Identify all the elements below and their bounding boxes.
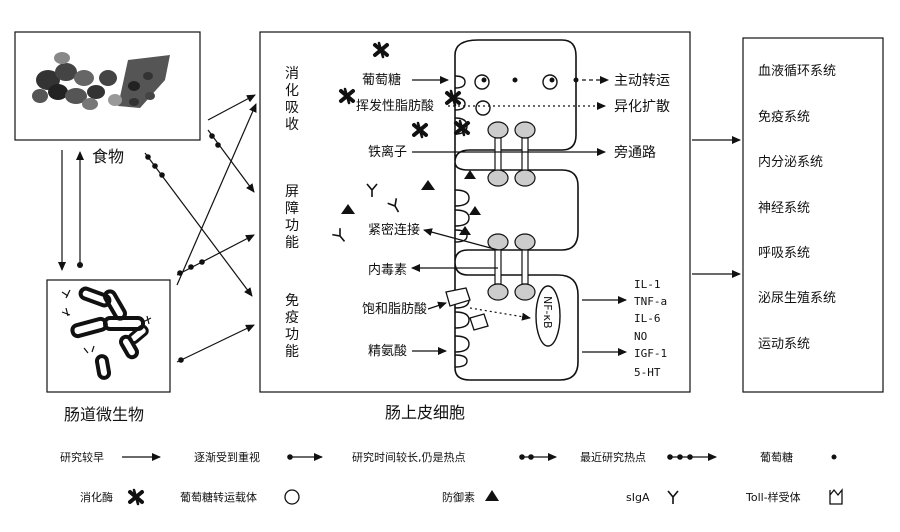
paracellular-label: 旁通路 <box>614 144 656 161</box>
cytokine-list: IL-1 TNF-a IL-6 <box>634 278 667 325</box>
svg-text:化: 化 <box>285 83 299 99</box>
systems-box <box>742 37 884 393</box>
func-digest-label: 消 化 吸 收 <box>285 66 299 133</box>
system-item: 神经系统 <box>758 201 810 216</box>
cell-membrane <box>454 39 579 381</box>
legend-defensin-icon <box>485 490 499 501</box>
svg-text:功: 功 <box>285 327 299 343</box>
food-to-immune-arrow <box>144 152 253 297</box>
legend-early-label: 研究较早 <box>60 450 104 464</box>
endotoxin-label: 内毒素 <box>368 262 407 278</box>
tight-junction-arrow <box>423 228 499 251</box>
system-item: 呼吸系统 <box>758 246 810 261</box>
svg-text:功: 功 <box>285 218 299 234</box>
legend-enzyme-icon <box>128 488 144 506</box>
mediator-list: NO IGF-1 5-HT <box>634 330 667 379</box>
system-item: 泌尿生殖系统 <box>758 290 836 306</box>
system-item: 免疫系统 <box>758 109 810 125</box>
legend-glucose-label: 葡萄糖 <box>760 450 793 464</box>
food-label: 食物 <box>92 147 124 166</box>
svg-text:IL-6: IL-6 <box>634 312 661 325</box>
microbiota-to-digest-arrow <box>176 103 257 286</box>
svg-text:IL-1: IL-1 <box>634 278 661 291</box>
nfkb-label: NF-κB <box>541 296 554 329</box>
system-item: 运动系统 <box>758 337 810 352</box>
legend-defensin-label: 防御素 <box>442 490 475 504</box>
glucose-transporters <box>474 74 579 116</box>
svg-text:能: 能 <box>285 344 299 360</box>
svg-text:NO: NO <box>634 330 647 343</box>
arginine-label: 精氨酸 <box>368 344 407 359</box>
glucose-input-label: 葡萄糖 <box>362 72 401 88</box>
svg-text:障: 障 <box>285 201 299 217</box>
legend: 研究较早 逐渐受到重视 研究时间较长,仍是热点 最近研究热点 葡萄糖 消化酶 葡… <box>60 450 843 506</box>
svg-text:TNF-a: TNF-a <box>634 295 667 308</box>
bacteria-image <box>61 286 152 380</box>
microbiota-label: 肠道微生物 <box>64 405 144 424</box>
tight-junction-proteins <box>487 121 536 301</box>
nfkb-complex: NF-κB <box>535 285 561 347</box>
vfa-input-label: 挥发性脂肪酸 <box>356 98 434 114</box>
svg-text:收: 收 <box>285 117 299 133</box>
tlr-receptors <box>445 287 489 331</box>
food-box <box>14 31 201 141</box>
legend-long-hot-label: 研究时间较长,仍是热点 <box>352 450 466 464</box>
func-immune-label: 免 疫 功 能 <box>285 293 299 360</box>
food-image <box>32 52 170 110</box>
svg-text:5-HT: 5-HT <box>634 366 661 379</box>
system-item: 血液循环系统 <box>758 64 836 79</box>
svg-text:疫: 疫 <box>285 310 299 326</box>
legend-transporter-icon <box>284 489 300 505</box>
func-barrier-label: 屏 障 功 能 <box>285 184 299 251</box>
svg-text:消: 消 <box>285 66 299 82</box>
epithelial-cell-label: 肠上皮细胞 <box>385 403 465 422</box>
food-to-digest-arrow <box>207 94 256 121</box>
microbiota-to-barrier-arrow <box>176 234 255 276</box>
legend-recent-label: 最近研究热点 <box>580 450 646 464</box>
microbiota-box <box>46 279 171 393</box>
svg-text:吸: 吸 <box>285 100 299 116</box>
tlr-to-nfkb-path <box>469 307 531 321</box>
legend-siga-label: sIgA <box>626 491 650 504</box>
svg-text:免: 免 <box>285 293 299 309</box>
sat-fat-label: 饱和脂肪酸 <box>362 301 427 317</box>
microbiota-to-immune-arrow <box>176 324 255 363</box>
defensin-markers <box>341 170 481 235</box>
system-item: 内分泌系统 <box>758 154 823 170</box>
legend-gradual-label: 逐渐受到重视 <box>194 450 260 464</box>
svg-text:IGF-1: IGF-1 <box>634 347 667 360</box>
active-transport-label: 主动转运 <box>614 73 670 89</box>
systems-list: 血液循环系统 免疫系统 内分泌系统 神经系统 呼吸系统 泌尿生殖系统 运动系统 <box>758 64 836 352</box>
iron-input-label: 铁离子 <box>368 144 407 160</box>
legend-siga-icon <box>667 490 679 505</box>
legend-tlr-icon <box>829 488 843 505</box>
svg-text:能: 能 <box>285 235 299 251</box>
facilitated-diffusion-label: 异化扩散 <box>614 99 670 115</box>
legend-tlr-label: Toll-样受体 <box>745 490 801 504</box>
legend-transporter-label: 葡萄糖转运载体 <box>180 490 257 504</box>
svg-text:屏: 屏 <box>285 184 299 200</box>
legend-glucose-dot <box>831 454 837 460</box>
tight-junction-label: 紧密连接 <box>368 222 420 238</box>
legend-enzyme-label: 消化酶 <box>80 490 113 504</box>
sat-fat-arrow <box>427 301 447 310</box>
